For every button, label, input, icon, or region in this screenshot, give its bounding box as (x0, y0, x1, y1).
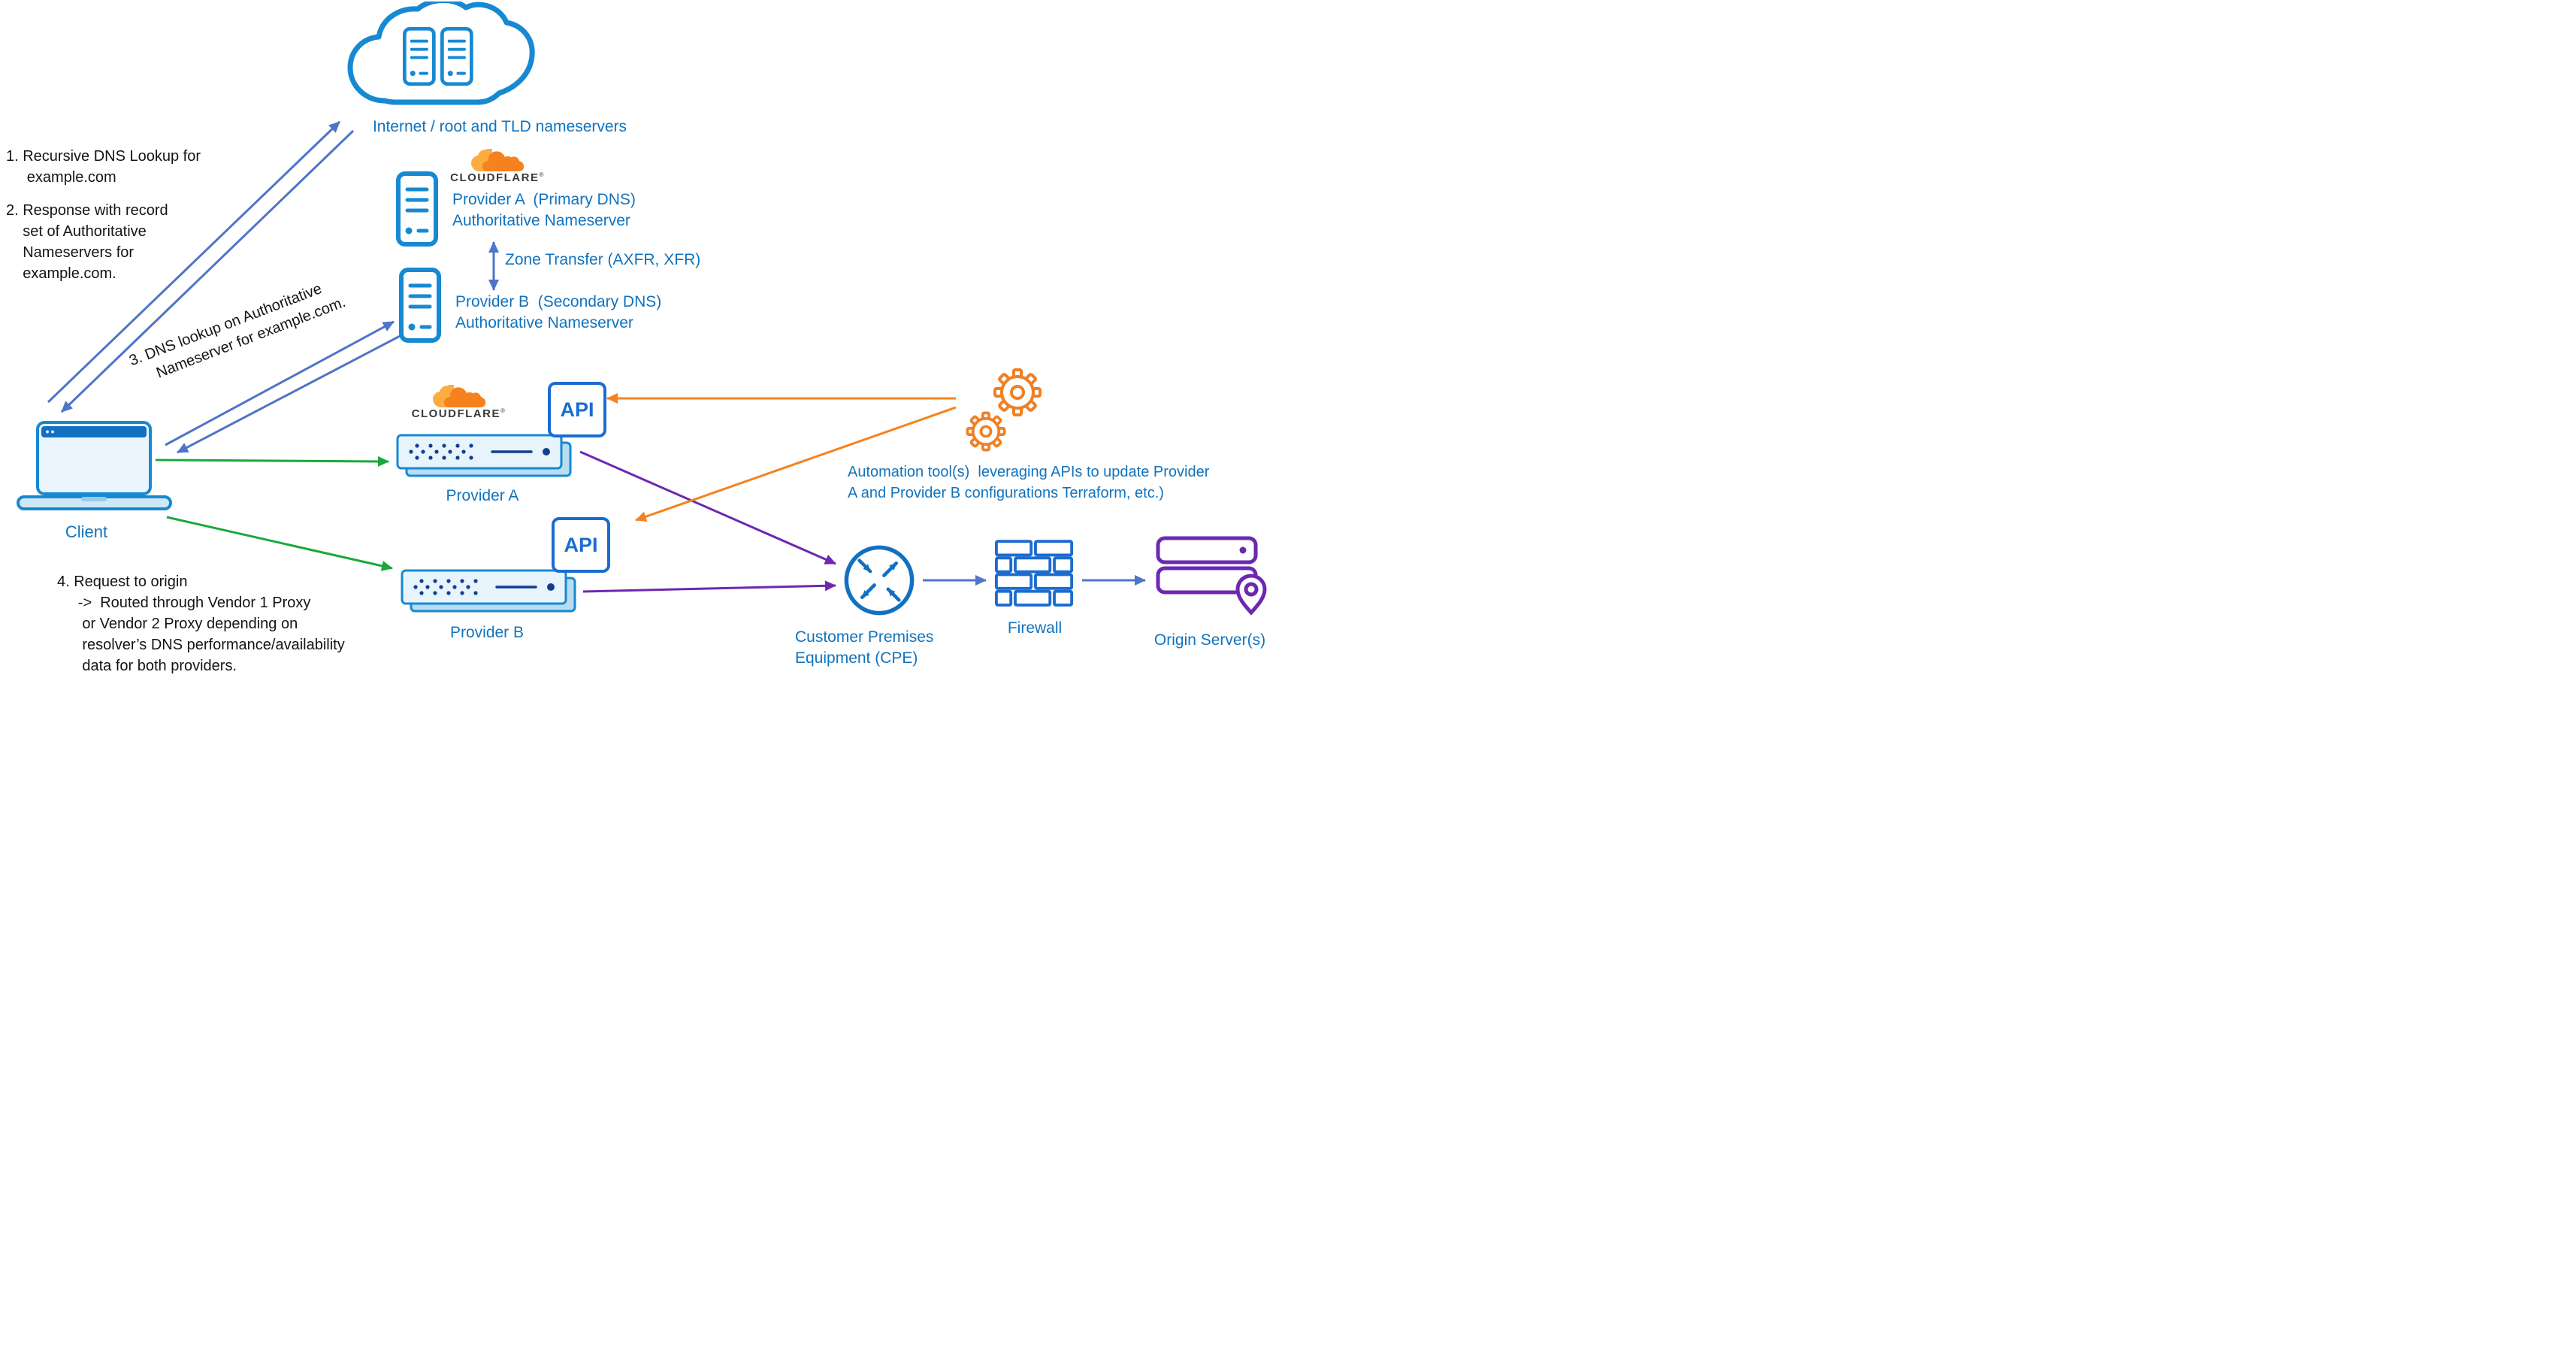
provider-a-api-badge: API (548, 382, 606, 437)
provider-a-proxy-label: Provider A (446, 487, 519, 504)
note-step1: 1. Recursive DNS Lookup for example.com (6, 148, 201, 186)
firewall-label: Firewall (1007, 619, 1063, 637)
client-laptop-icon (17, 421, 172, 510)
internet-cloud-icon (347, 2, 535, 105)
cloudflare-cloud-icon (432, 385, 485, 407)
tld-nameserver-icon (442, 29, 471, 83)
automation-label: Automation tool(s) leveraging APIs to up… (848, 464, 1210, 501)
origin-servers-icon (1156, 536, 1267, 616)
diagram-canvas: Internet / root and TLD nameservers 1. R… (0, 0, 1288, 681)
cloudflare-wordmark: CLOUDFLARE® (411, 407, 506, 420)
automation-gears-icon (966, 368, 1042, 452)
root-nameserver-icon (404, 29, 434, 83)
provider-b-nameserver-label: Provider B (Secondary DNS) Authoritative… (455, 293, 662, 331)
note-step2: 2. Response with record set of Authorita… (6, 202, 168, 282)
location-pin-icon (1235, 574, 1267, 616)
provider-b-nameserver-icon (399, 268, 441, 343)
provider-a-nameserver-icon (396, 171, 438, 247)
cloudflare-wordmark: CLOUDFLARE® (450, 171, 545, 184)
cloudflare-cloud-icon (471, 149, 525, 171)
cloudflare-logo: CLOUDFLARE® (445, 149, 550, 184)
internet-label: Internet / root and TLD nameservers (372, 118, 627, 135)
provider-a-proxy-icon (396, 434, 572, 477)
client-label: Client (65, 522, 108, 541)
cpe-label: Customer Premises Equipment (CPE) (795, 628, 934, 667)
zone-transfer-label: Zone Transfer (AXFR, XFR) (505, 251, 701, 268)
provider-a-nameserver-label: Provider A (Primary DNS) Authoritative N… (452, 191, 636, 229)
provider-b-proxy-label: Provider B (449, 624, 525, 641)
firewall-icon (995, 540, 1074, 607)
origin-label: Origin Server(s) (1153, 631, 1266, 649)
connection-arrows (47, 120, 1146, 593)
note-step4: 4. Request to origin -> Routed through V… (57, 574, 345, 674)
provider-b-proxy-icon (401, 569, 576, 613)
provider-b-api-badge: API (552, 517, 610, 573)
cpe-router-icon (844, 545, 915, 616)
cloudflare-logo-proxy: CLOUDFLARE® (404, 385, 513, 420)
